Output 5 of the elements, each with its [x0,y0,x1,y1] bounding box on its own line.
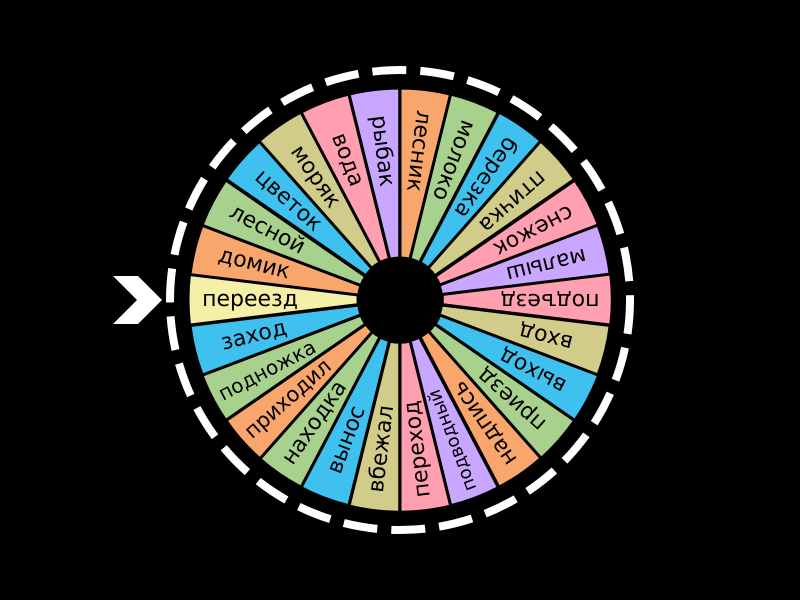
segment-word: переезд [202,288,298,311]
segment-word: лесник [402,109,434,193]
segment-word: вбежал [366,404,398,494]
segment-word: подъезд [500,288,600,311]
segment-word: рыбак [366,114,398,188]
